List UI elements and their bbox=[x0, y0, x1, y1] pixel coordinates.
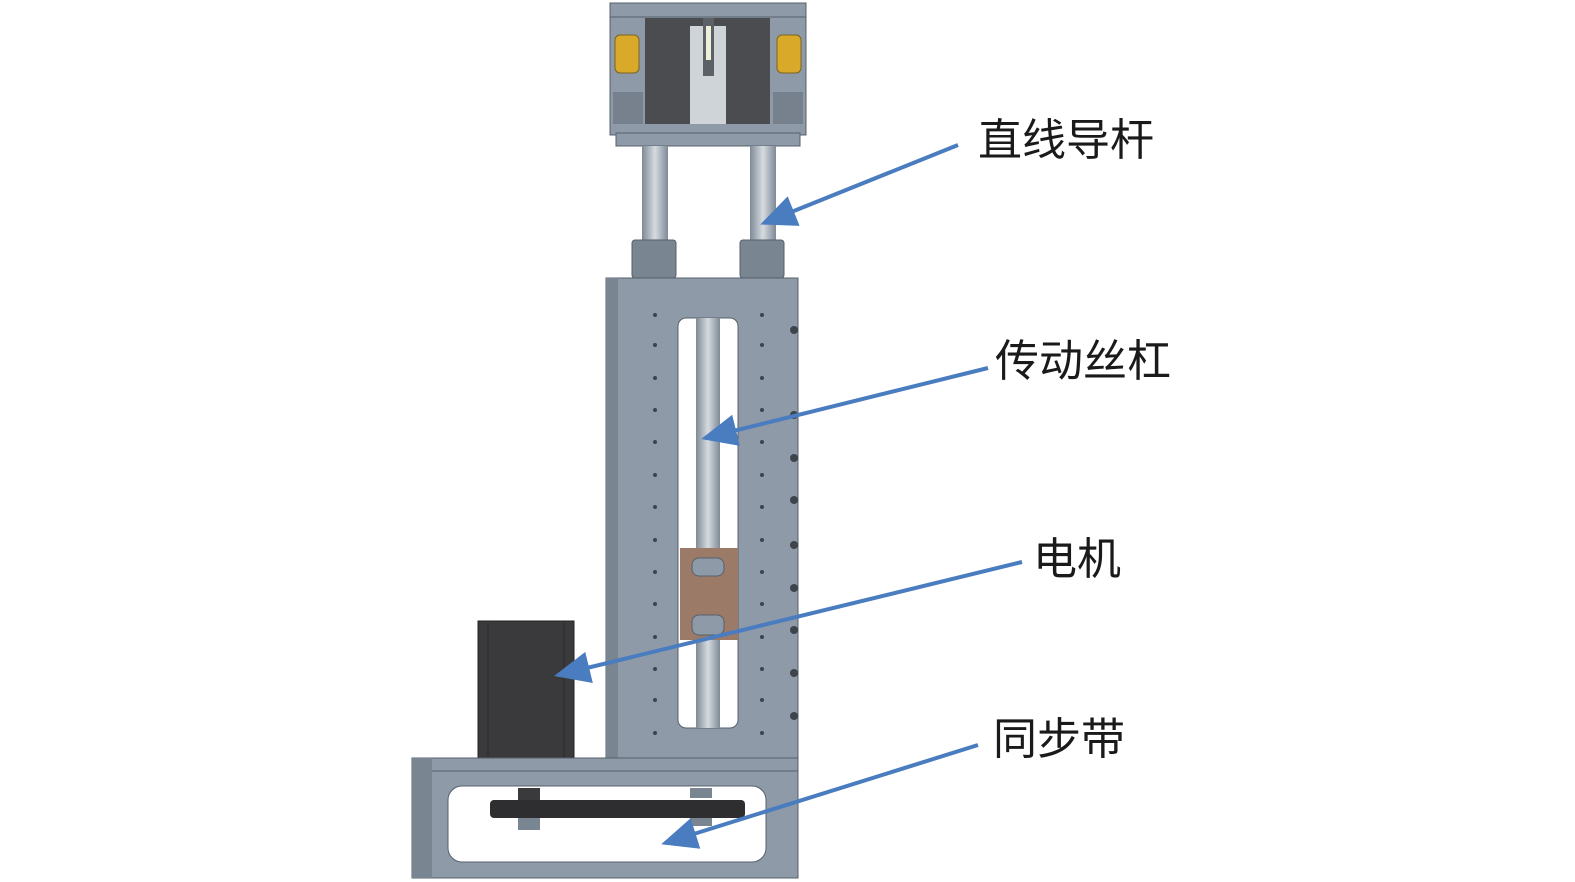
lead-screw-label: 传动丝杠 bbox=[995, 336, 1171, 387]
timing-belt-arrow bbox=[661, 743, 979, 849]
timing-belt bbox=[490, 800, 745, 818]
lead-screw bbox=[696, 318, 720, 728]
base-frame bbox=[411, 757, 799, 879]
guide-rods bbox=[631, 146, 785, 279]
motor-arrow bbox=[554, 560, 1023, 683]
timing-belt-label: 同步带 bbox=[993, 714, 1125, 765]
spring-icon bbox=[614, 34, 640, 74]
top-clamp-assembly bbox=[609, 2, 807, 147]
column-frame bbox=[605, 277, 799, 761]
motor bbox=[477, 620, 575, 760]
guide-rod-label: 直线导杆 bbox=[978, 115, 1154, 166]
motor-label: 电机 bbox=[1033, 534, 1121, 585]
guide-rod-arrow bbox=[760, 143, 959, 226]
lead-screw-arrow bbox=[701, 366, 989, 446]
spring-icon bbox=[776, 34, 802, 74]
